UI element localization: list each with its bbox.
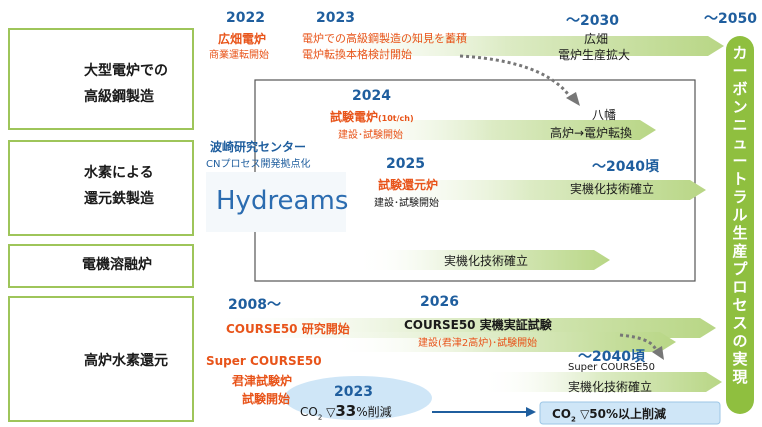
knowledge-accumulation: 電炉での高級鋼製造の知見を蓄積	[302, 32, 467, 45]
carbon-neutral-char: ュ	[732, 134, 748, 152]
co2-33-text: CO2 ▽33%削減	[300, 402, 392, 422]
row1-label-line1: 大型電炉での	[84, 63, 168, 79]
dotted-arrow-row1	[459, 54, 574, 101]
year-2025: 2025	[386, 156, 425, 172]
year-2008: 2008〜	[228, 297, 281, 313]
commercial-tech-row2: 実機化技術確立	[570, 182, 655, 196]
bf-to-eaf: 高炉→電炉転換	[550, 126, 633, 140]
row2-label-line1: 水素による	[84, 165, 154, 181]
carbon-neutral-char: ラ	[732, 188, 748, 206]
arrow-row1-second	[330, 120, 656, 140]
carbon-neutral-text: カーボンニュートラル生産プロセスの実現	[726, 36, 754, 386]
carbon-neutral-char: ス	[732, 314, 748, 332]
course50-demo: COURSE50 実機実証試験	[404, 318, 552, 332]
carbon-neutral-char: ー	[732, 62, 748, 80]
kimitsu-demo: 建設(君津2高炉)･試験開始	[418, 338, 538, 349]
arrow-row4-low	[480, 372, 722, 392]
carbon-neutral-char: 実	[732, 350, 748, 368]
carbon-neutral-char: ル	[732, 206, 748, 224]
carbon-neutral-char: カ	[732, 44, 748, 62]
row2-label-line2: 還元鉄製造	[84, 191, 154, 207]
row1-label-line2: 高級鋼製造	[84, 89, 154, 105]
carbon-neutral-char: セ	[732, 296, 748, 314]
year-2040-row4: 〜2040頃	[578, 349, 645, 365]
carbon-neutral-char: ニ	[732, 116, 748, 134]
commercial-tech-row4: 実機化技術確立	[568, 380, 653, 394]
carbon-neutral-bar: カーボンニュートラル生産プロセスの実現	[726, 36, 754, 414]
hirohata-label: 広畑	[584, 32, 609, 46]
year-2040-row2: 〜2040頃	[592, 159, 659, 175]
carbon-neutral-char: の	[732, 332, 748, 350]
row3-label: 電機溶融炉	[82, 257, 152, 273]
carbon-neutral-char: 産	[732, 242, 748, 260]
hirohata-eaf: 広畑電炉	[218, 32, 267, 46]
carbon-neutral-char: ト	[732, 170, 748, 188]
hasaki-center: 波崎研究センター	[210, 140, 307, 154]
row4-label: 高炉水素還元	[84, 353, 168, 369]
carbon-neutral-char: ロ	[732, 278, 748, 296]
arrow-row3	[355, 250, 610, 270]
row-box-hydrogen	[8, 140, 194, 236]
commercial-tech-row3: 実機化技術確立	[444, 254, 529, 268]
carbon-neutral-char: ン	[732, 98, 748, 116]
eaf-conversion-study: 電炉転換本格検討開始	[302, 48, 412, 61]
test-reduction-furnace: 試験還元炉	[378, 178, 439, 192]
test-reduction-start: 建設･試験開始	[374, 198, 439, 209]
hydreams-logo: Hydreams	[206, 172, 348, 232]
super-course50: Super COURSE50	[206, 354, 322, 368]
test-eaf: 試験電炉(10t/ch)	[330, 110, 414, 124]
row-box-large-eaf	[8, 28, 194, 130]
carbon-neutral-char: プ	[732, 260, 748, 278]
co2-50-text: CO2 ▽50%以上削減	[552, 407, 667, 424]
course50-start: COURSE50 研究開始	[226, 322, 350, 336]
arrow-row4-mid	[330, 332, 676, 352]
commercial-operation: 商業運転開始	[209, 50, 269, 61]
yawata-label: 八幡	[592, 108, 617, 122]
year-2026: 2026	[420, 294, 459, 310]
row-box-blast-furnace	[8, 296, 194, 422]
row-box-melting	[8, 244, 194, 288]
year-2030: 〜2030	[566, 13, 619, 29]
arrow-row2	[355, 180, 706, 200]
year-2023: 2023	[316, 10, 355, 26]
year-2024: 2024	[352, 88, 391, 104]
co2-50-box	[539, 401, 721, 425]
eaf-expansion: 電炉生産拡大	[558, 48, 631, 62]
year-2022: 2022	[226, 10, 265, 26]
carbon-neutral-char: ー	[732, 152, 748, 170]
cn-process-base: CNプロセス開発拠点化	[206, 159, 311, 170]
carbon-neutral-char: ボ	[732, 80, 748, 98]
carbon-neutral-char: 生	[732, 224, 748, 242]
test-eaf-start: 建設･試験開始	[338, 130, 403, 141]
year-2023-oval: 2023	[334, 384, 373, 400]
carbon-neutral-char: 現	[732, 368, 748, 386]
test-start: 試験開始	[242, 392, 291, 406]
co2-33-oval	[284, 376, 432, 420]
year-2050: 〜2050	[704, 11, 757, 27]
kimitsu-test-furnace: 君津試験炉	[232, 374, 293, 388]
arrow-row1-top	[290, 36, 724, 56]
super-course50-right: Super COURSE50	[568, 362, 655, 373]
